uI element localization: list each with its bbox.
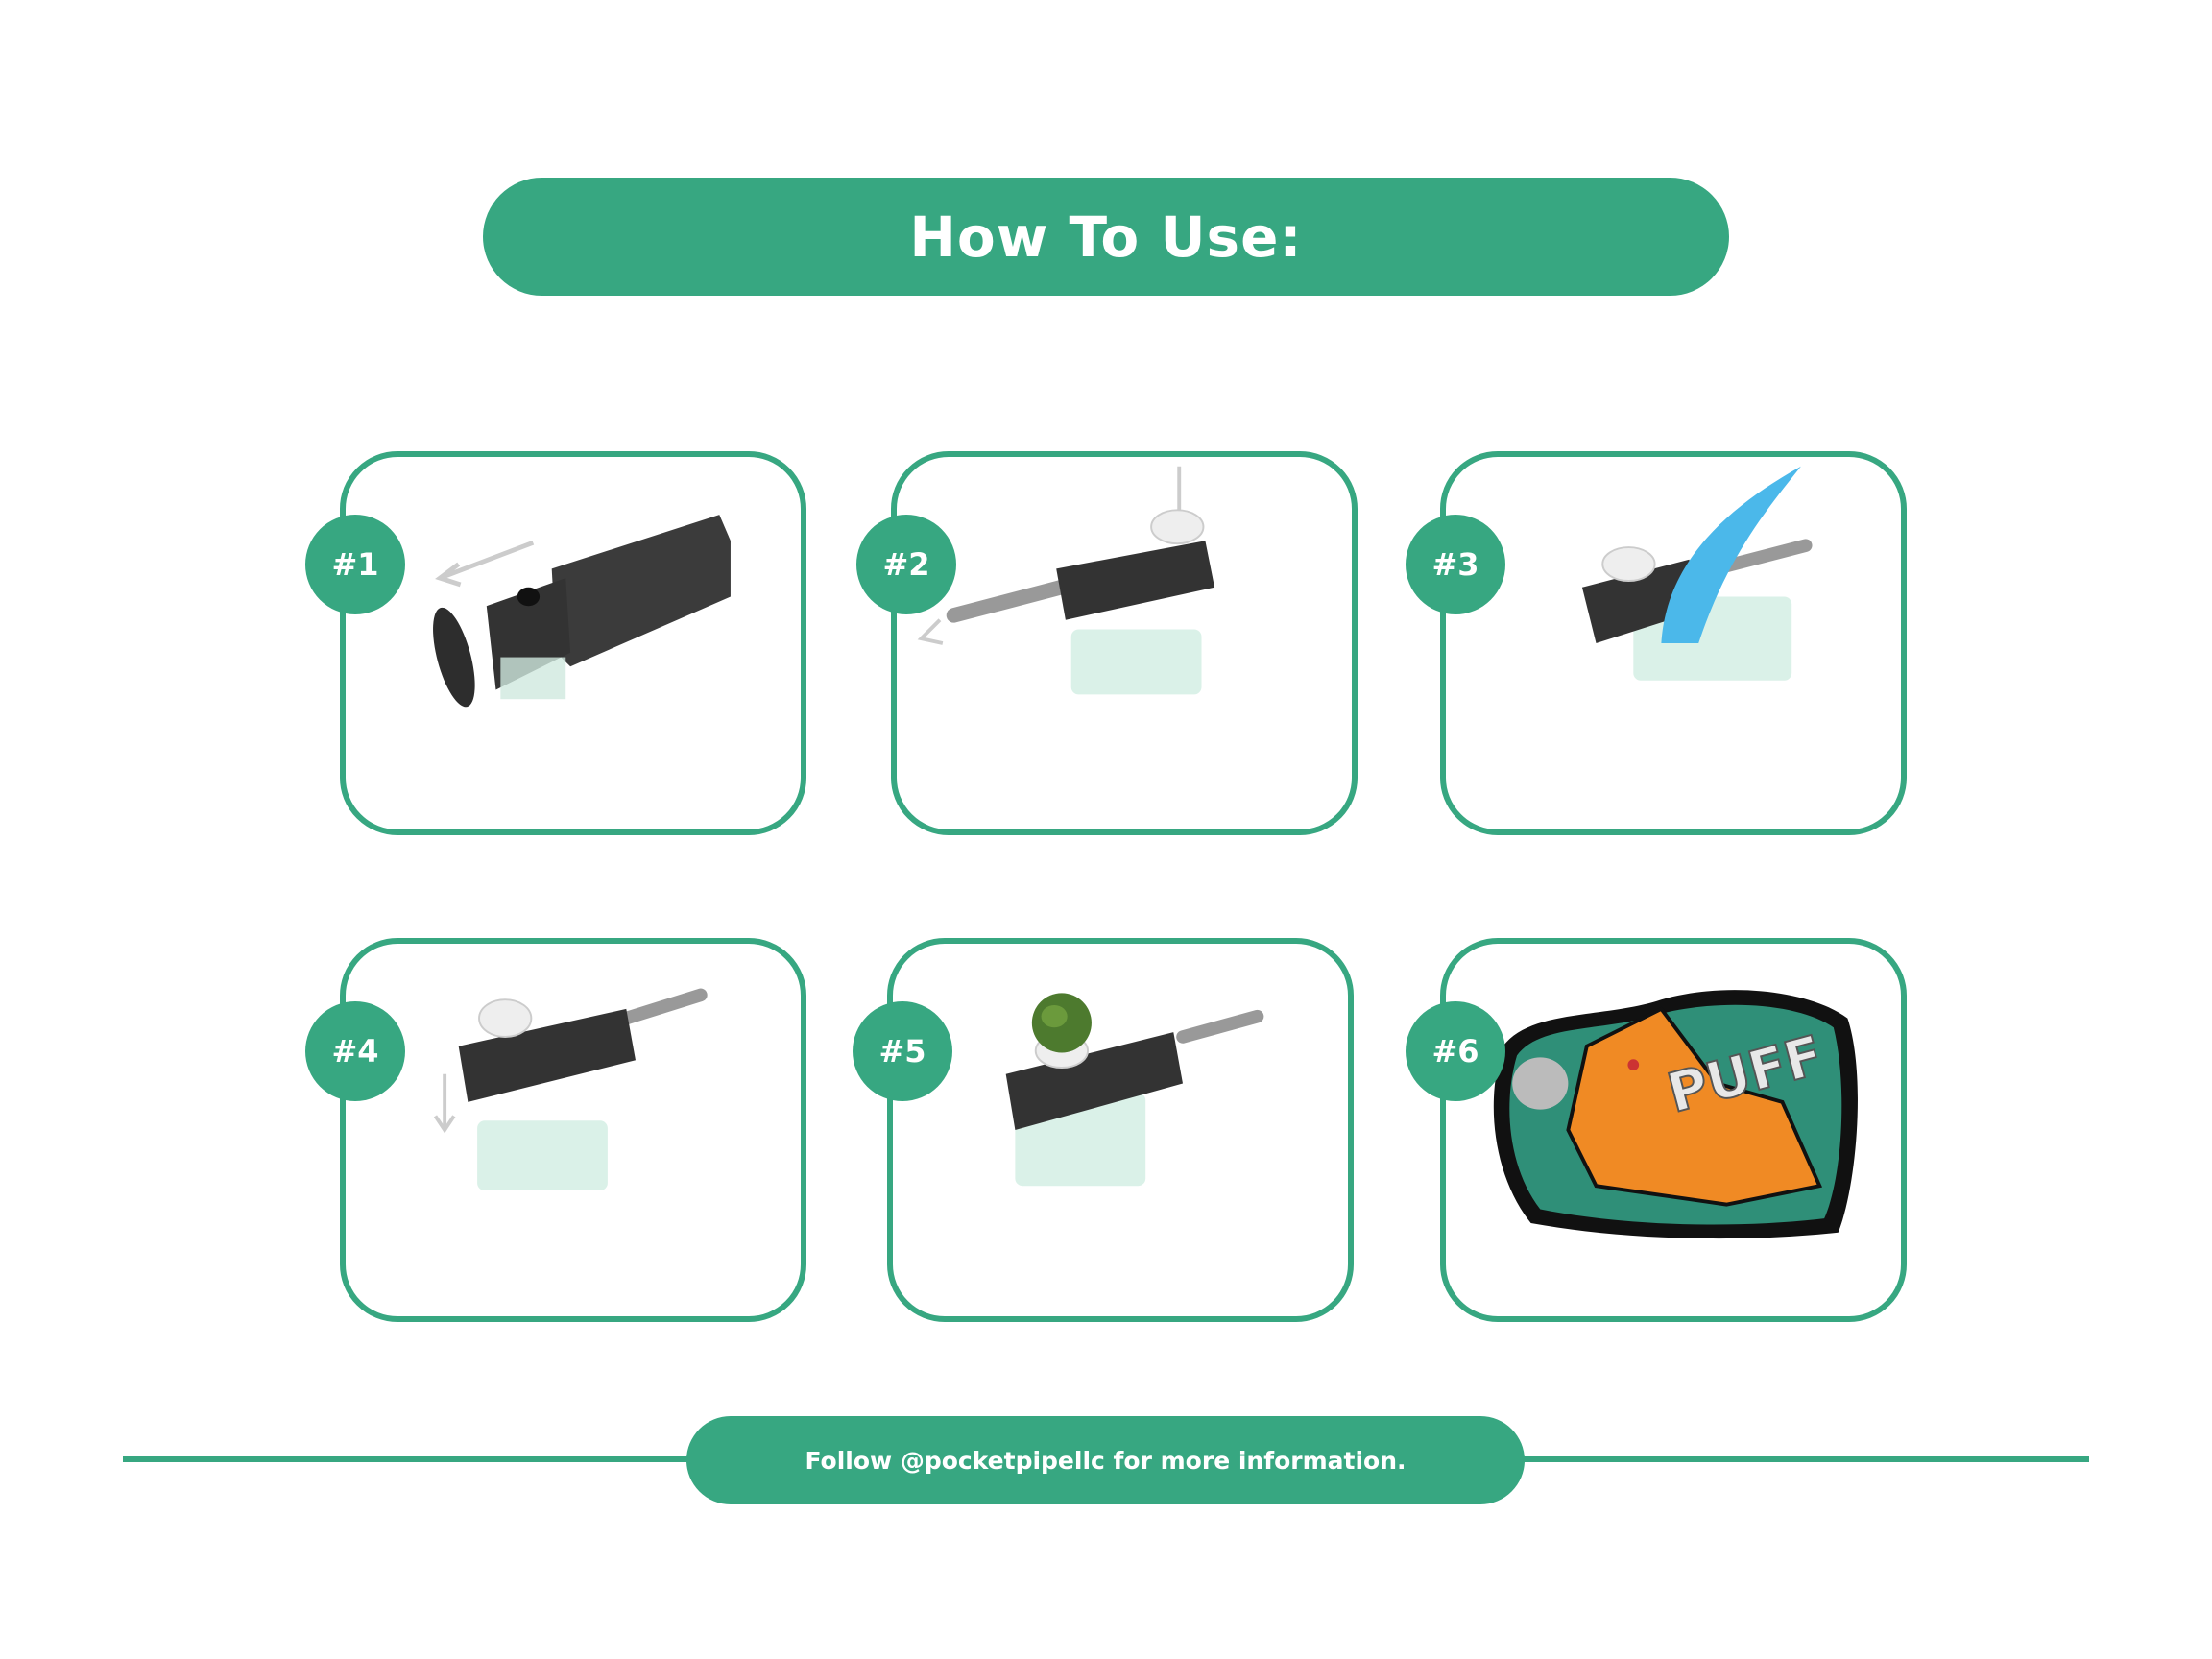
- step-card-5: #5: [853, 938, 1354, 1322]
- puff-dino-sticker: PUFF: [1493, 990, 1858, 1239]
- step-badge-4: #4: [305, 1001, 405, 1101]
- step-card-6: PUFF #6: [1406, 938, 1907, 1322]
- step-card-1: #1: [305, 451, 806, 835]
- step-badge-2: #2: [856, 515, 956, 614]
- step-badge-5: #5: [853, 1001, 952, 1101]
- page-title: How To Use:: [909, 204, 1303, 270]
- stem-and-bowl-illustration: [917, 466, 1215, 695]
- step-card-3: #3: [1406, 451, 1907, 835]
- pack-bowl-illustration: [1005, 993, 1264, 1187]
- step-card-2: #2: [856, 451, 1358, 835]
- title-banner: How To Use:: [483, 178, 1729, 296]
- fill-water-illustration: [1581, 466, 1813, 681]
- step-badge-3: #3: [1406, 515, 1505, 614]
- step-badge-1: #1: [305, 515, 405, 614]
- step-card-4: #4: [305, 938, 806, 1322]
- attach-chamber-illustration: [433, 988, 708, 1191]
- footer-text: Follow @pocketpipellc for more informati…: [805, 1446, 1407, 1475]
- footer-banner: Follow @pocketpipellc for more informati…: [686, 1416, 1525, 1504]
- step-badge-6: #6: [1406, 1001, 1505, 1101]
- device-cap-removal-illustration: [433, 515, 731, 708]
